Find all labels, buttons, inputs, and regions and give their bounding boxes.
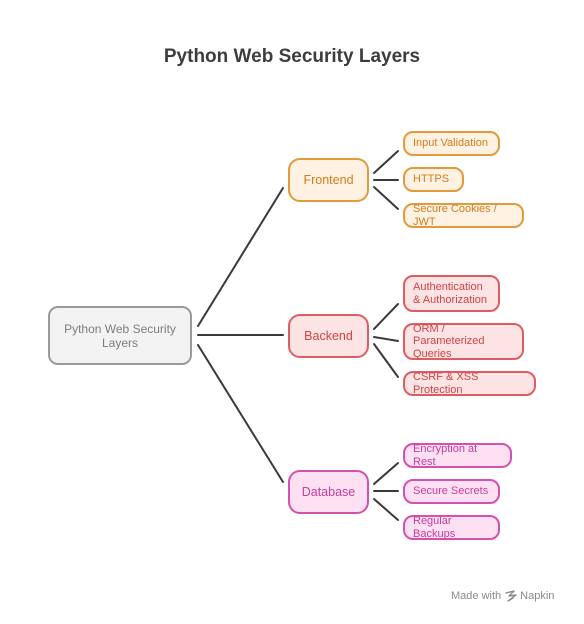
connector-root-database <box>197 344 284 483</box>
connector-frontend-leaf-1 <box>373 150 399 174</box>
connector-backend-leaf-3 <box>373 343 399 378</box>
connector-backend-leaf-1 <box>373 303 399 330</box>
connector-frontend-leaf-3 <box>373 186 399 210</box>
made-with-label: Made with <box>451 590 502 602</box>
branch-database: Database <box>288 470 369 514</box>
leaf-csrf-xss-protection: CSRF & XSS Protection <box>403 371 536 396</box>
branch-frontend: Frontend <box>288 158 369 202</box>
leaf-https: HTTPS <box>403 167 464 192</box>
connector-root-frontend <box>197 187 284 327</box>
leaf-encryption-at-rest: Encryption at Rest <box>403 443 512 468</box>
diagram-title: Python Web Security Layers <box>163 46 421 67</box>
connector-backend-leaf-2 <box>373 336 399 342</box>
root-node: Python Web Security Layers <box>48 306 192 365</box>
leaf-secure-secrets: Secure Secrets <box>403 479 500 504</box>
leaf-regular-backups: Regular Backups <box>403 515 500 540</box>
branch-backend: Backend <box>288 314 369 358</box>
napkin-brand-label: Napkin <box>520 590 555 602</box>
napkin-brand: Napkin <box>505 590 554 602</box>
connector-database-leaf-3 <box>373 498 399 521</box>
leaf-orm-parameterized-queries: ORM / Parameterized Queries <box>403 323 524 360</box>
leaf-authentication-authorization: Authentication & Authorization <box>403 275 500 312</box>
made-with-napkin[interactable]: Made with Napkin <box>451 590 554 602</box>
leaf-secure-cookies-jwt: Secure Cookies / JWT <box>403 203 524 228</box>
leaf-input-validation: Input Validation <box>403 131 500 156</box>
napkin-logo-icon <box>505 590 517 602</box>
connector-database-leaf-1 <box>373 462 399 485</box>
